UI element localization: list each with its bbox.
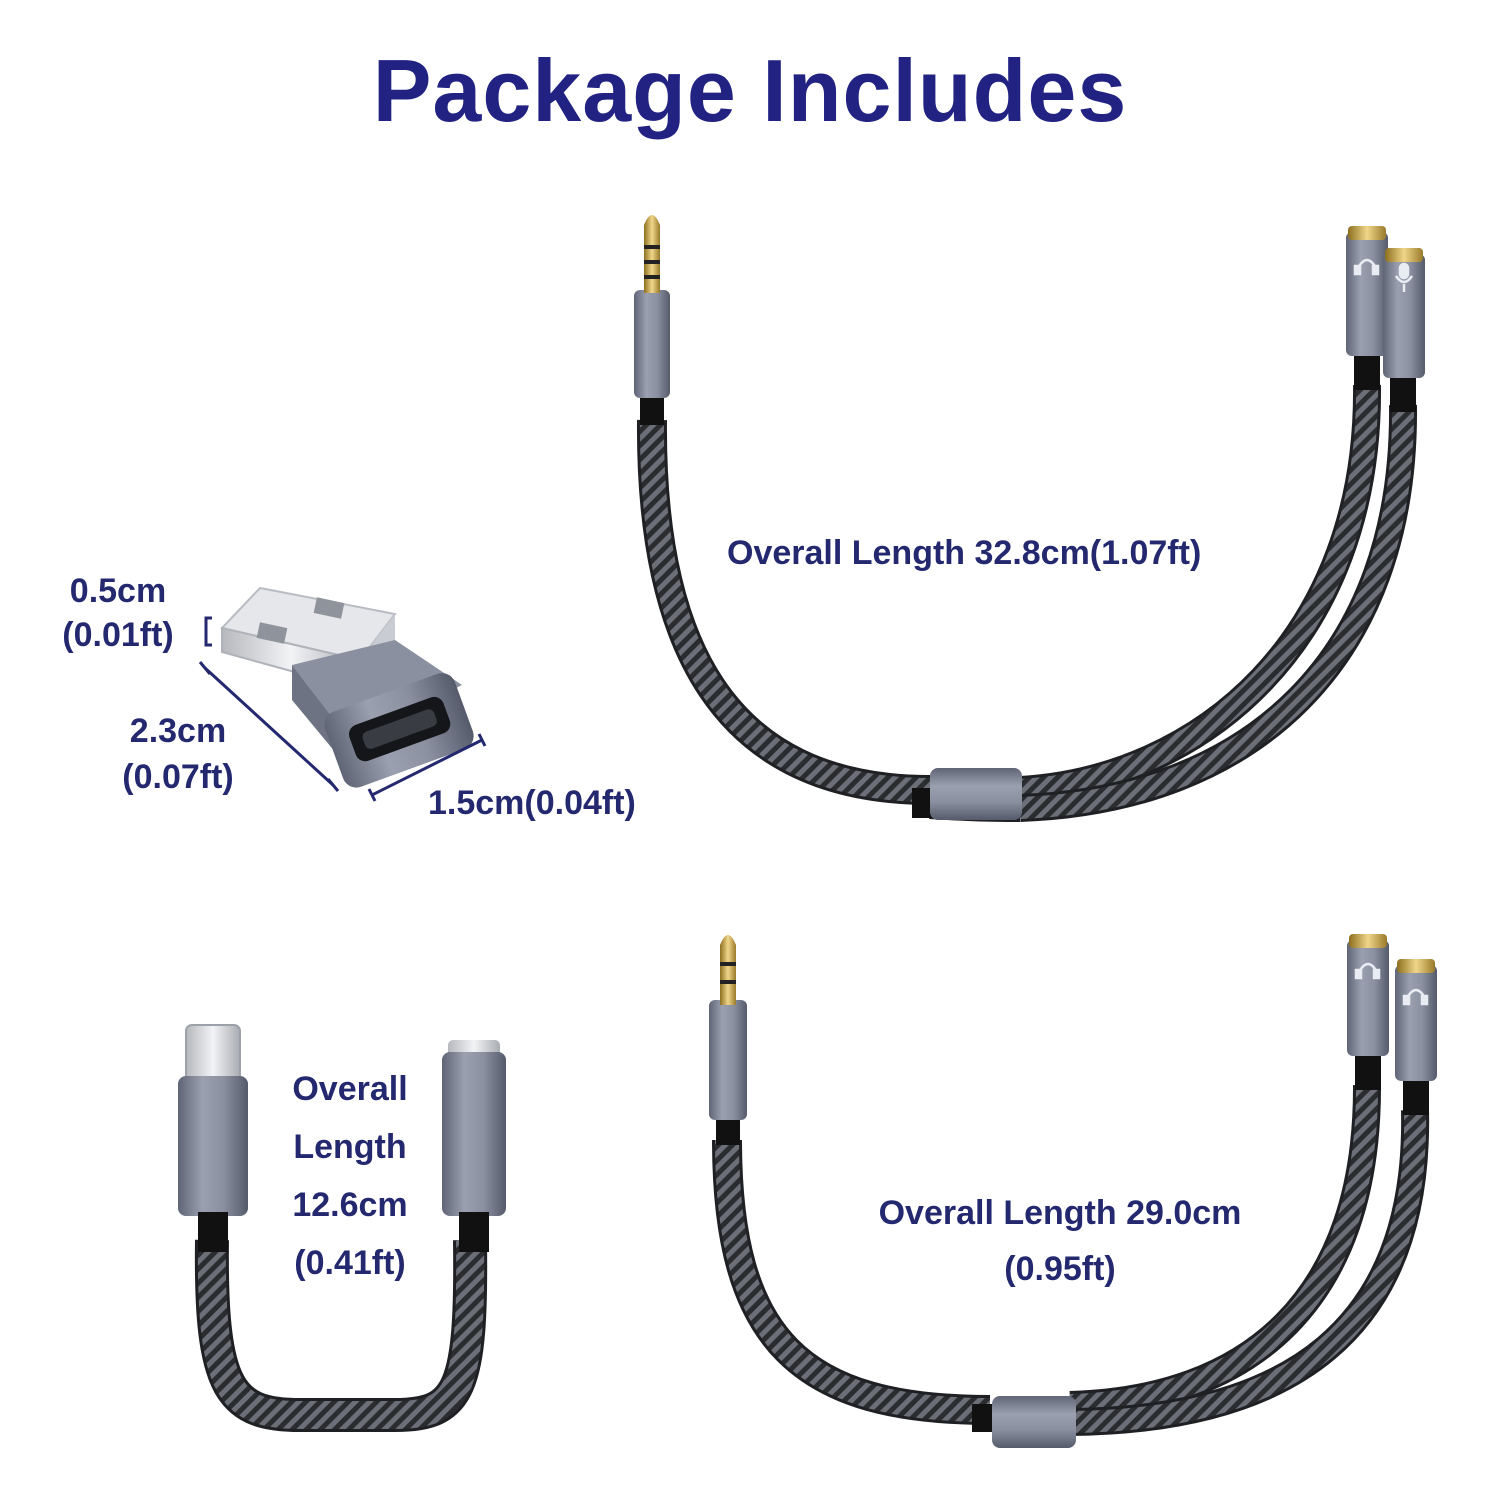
typec-length-line3: 12.6cm (292, 1186, 408, 1224)
usb-adapter (220, 586, 474, 788)
typec-length-line4: (0.41ft) (294, 1244, 406, 1282)
adapter-height-feet: (0.01ft) (62, 616, 174, 654)
typec-cable (178, 1024, 506, 1432)
typec-length-line1: Overall (292, 1070, 408, 1108)
adapter-depth-feet: (0.07ft) (122, 758, 234, 796)
headphone-icon (1354, 962, 1381, 980)
page-title: Package Includes (372, 41, 1128, 140)
typec-length-line2: Length (293, 1128, 407, 1166)
splitter-top-length: Overall Length 32.8cm(1.07ft) (727, 534, 1202, 572)
headphone-icon (1353, 258, 1380, 276)
adapter-depth-value: 2.3cm (129, 712, 227, 750)
dimension-lines (198, 616, 487, 802)
adapter-height-value: 0.5cm (69, 572, 167, 610)
headphone-icon (1402, 988, 1429, 1006)
splitter-cable-top (634, 215, 1425, 822)
splitter-bottom-length: Overall Length 29.0cm (878, 1194, 1242, 1232)
microphone-icon (1394, 262, 1414, 292)
splitter-cable-bottom (709, 934, 1437, 1448)
splitter-bottom-length-feet: (0.95ft) (1004, 1250, 1116, 1288)
adapter-width: 1.5cm(0.04ft) (428, 784, 636, 822)
